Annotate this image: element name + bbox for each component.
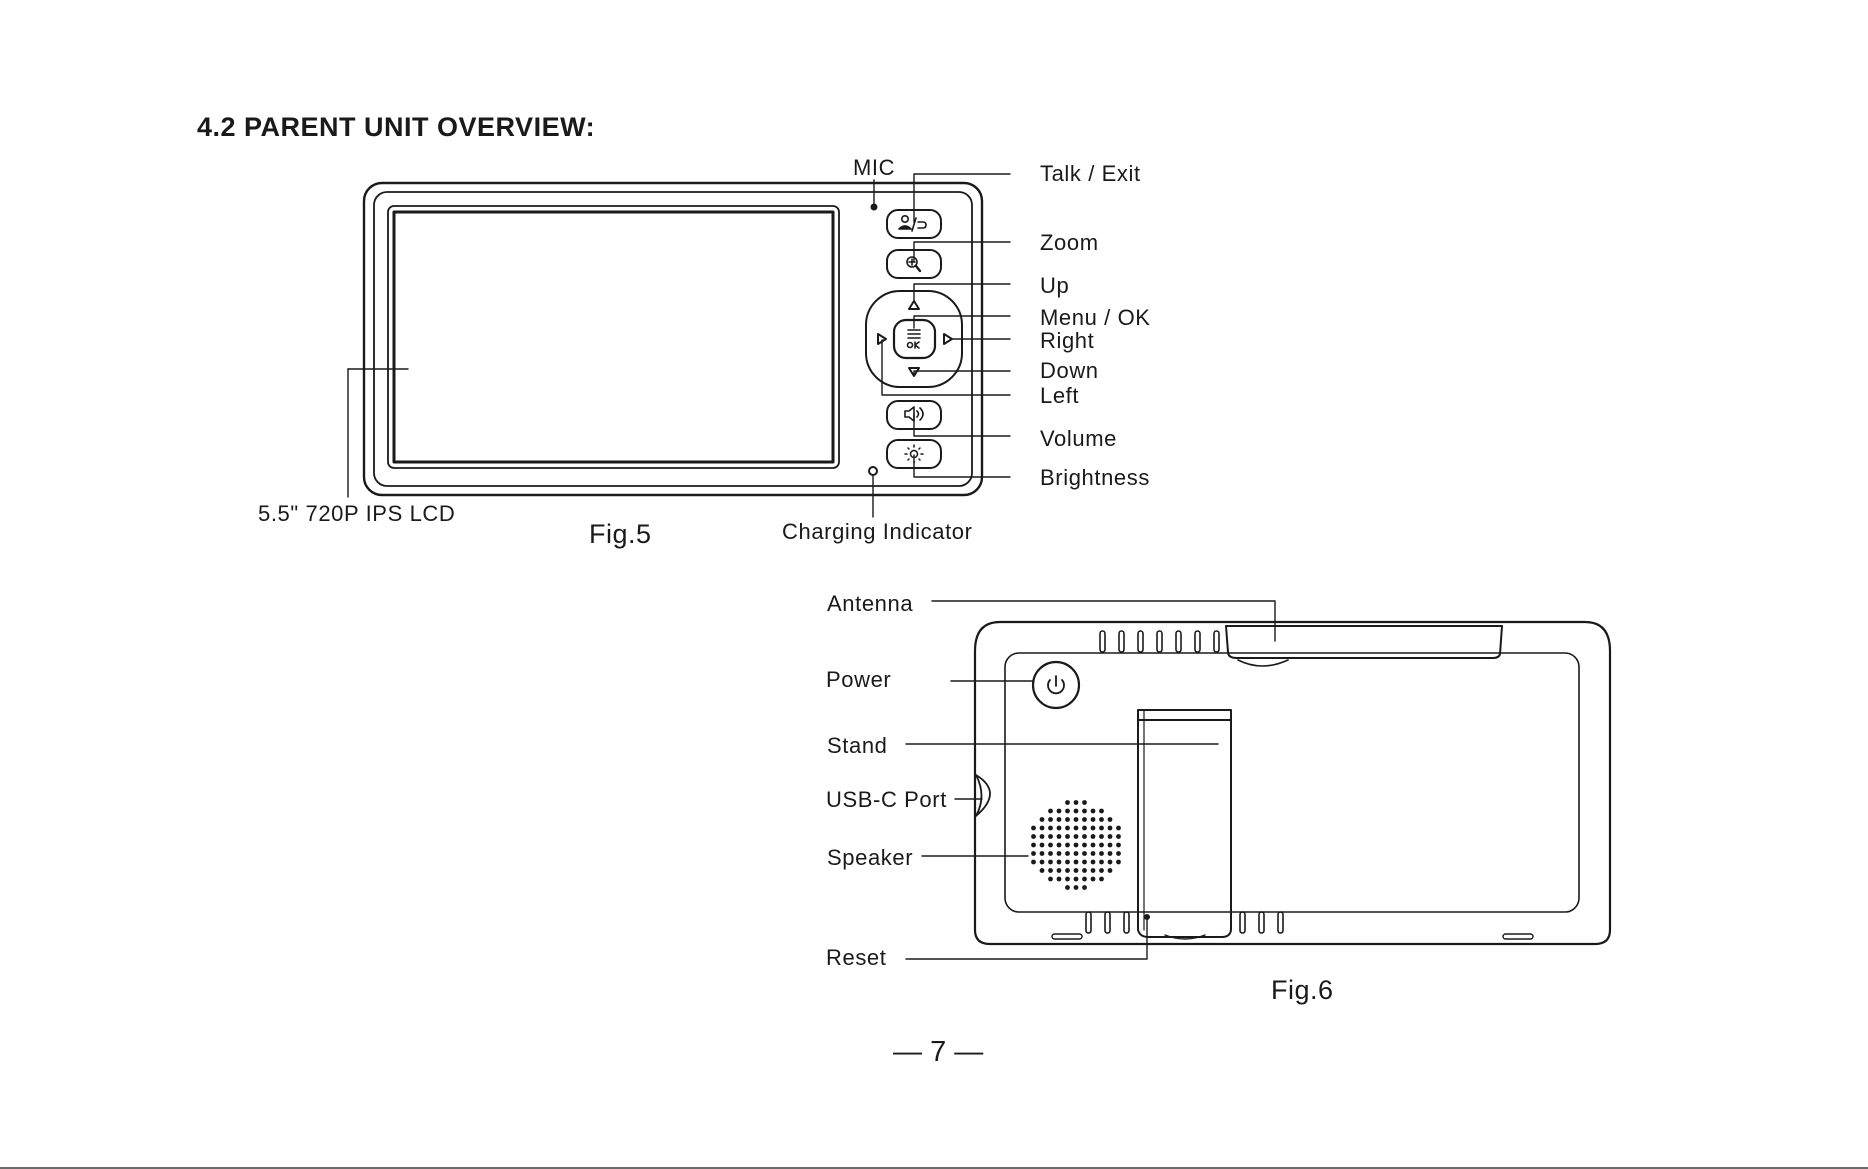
page-number: — 7 — <box>893 1038 983 1067</box>
page-number-dash-right: — <box>954 1036 983 1068</box>
up-arrow-icon <box>909 301 919 309</box>
label-up: Up <box>1040 275 1069 297</box>
label-mic: MIC <box>853 157 895 179</box>
foot-left <box>1052 934 1082 939</box>
label-speaker: Speaker <box>827 847 913 869</box>
label-antenna: Antenna <box>827 593 913 615</box>
label-brightness: Brightness <box>1040 467 1150 489</box>
label-usb-c-port: USB-C Port <box>826 789 947 811</box>
usb-c-port <box>976 775 990 816</box>
fig5-leader-lines <box>348 174 1010 517</box>
label-charging-indicator: Charging Indicator <box>782 521 973 543</box>
bottom-vents <box>1086 912 1283 933</box>
label-talk-exit: Talk / Exit <box>1040 163 1141 185</box>
top-vents <box>1100 631 1219 652</box>
page-number-dash-left: — <box>893 1036 922 1068</box>
label-right: Right <box>1040 330 1094 352</box>
label-volume: Volume <box>1040 428 1117 450</box>
menu-ok-icon <box>908 330 921 348</box>
label-left: Left <box>1040 385 1079 407</box>
label-power: Power <box>826 669 891 691</box>
label-menu-ok: Menu / OK <box>1040 307 1151 329</box>
foot-right <box>1503 934 1533 939</box>
caption-fig5: Fig.5 <box>589 521 652 548</box>
label-zoom: Zoom <box>1040 232 1099 254</box>
speaker-grille <box>1031 800 1121 890</box>
label-reset: Reset <box>826 947 886 969</box>
page-number-value: 7 <box>930 1036 946 1068</box>
label-lcd: 5.5" 720P IPS LCD <box>258 503 455 525</box>
power-icon <box>1048 676 1064 693</box>
front-view-outline <box>364 183 982 495</box>
talk-icon <box>899 216 926 231</box>
fig6-leader-lines <box>906 601 1275 959</box>
right-arrow-icon <box>944 334 952 344</box>
back-view-outline <box>975 622 1610 944</box>
caption-fig6: Fig.6 <box>1271 977 1334 1004</box>
label-down: Down <box>1040 360 1099 382</box>
charging-indicator-led <box>869 467 877 475</box>
label-stand: Stand <box>827 735 888 757</box>
